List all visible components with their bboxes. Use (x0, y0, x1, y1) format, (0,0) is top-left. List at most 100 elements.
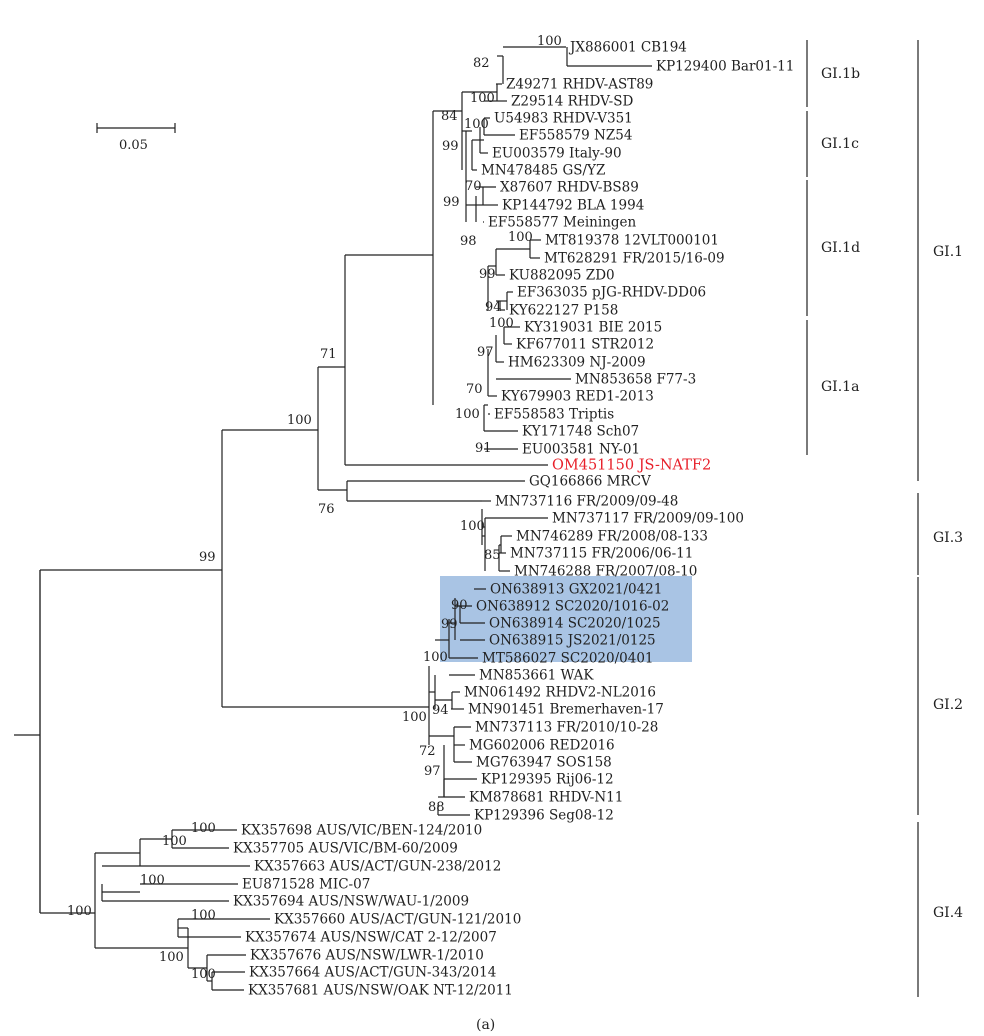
taxon-label: MN746289 FR/2008/08-133 (516, 529, 708, 545)
bootstrap-label: 100 (191, 967, 216, 982)
taxon-label: KX357676 AUS/NSW/LWR-1/2010 (250, 948, 484, 964)
taxon-label: KU882095 ZD0 (509, 268, 615, 284)
highlight-box (440, 576, 692, 662)
taxon-label: GQ166866 MRCV (529, 474, 651, 490)
bootstrap-label: 94 (485, 300, 502, 315)
bootstrap-label: 70 (465, 179, 482, 194)
bootstrap-label: 82 (473, 56, 490, 71)
bootstrap-label: 76 (318, 502, 335, 517)
bootstrap-label: 100 (140, 873, 165, 888)
taxon-label: KX357660 AUS/ACT/GUN-121/2010 (274, 912, 521, 928)
bootstrap-label: 100 (402, 710, 427, 725)
bootstrap-label: 100 (455, 407, 480, 422)
taxon-label: KX357664 AUS/ACT/GUN-343/2014 (249, 965, 496, 981)
group-label: GI.2 (933, 697, 963, 713)
bootstrap-label: 100 (287, 413, 312, 428)
bootstrap-label: 100 (191, 908, 216, 923)
taxon-label: EU003581 NY-01 (522, 442, 640, 458)
group-label: GI.4 (933, 905, 963, 921)
bootstrap-label: 84 (441, 109, 458, 124)
figure-label: (a) (476, 1017, 495, 1033)
focal-taxon-label: OM451150 JS-NATF2 (552, 458, 711, 474)
taxon-label: KY319031 BIE 2015 (524, 320, 662, 336)
taxon-label: MT628291 FR/2015/16-09 (544, 251, 725, 267)
taxon-label: JX886001 CB194 (568, 40, 687, 56)
taxon-label: MN737113 FR/2010/10-28 (475, 720, 658, 736)
taxon-label: MN061492 RHDV2-NL2016 (464, 685, 656, 701)
taxon-label: MT586027 SC2020/0401 (482, 651, 654, 667)
taxon-label: Z29514 RHDV-SD (511, 94, 633, 110)
taxon-label: KF677011 STR2012 (516, 337, 654, 353)
taxon-label: KM878681 RHDV-N11 (469, 790, 623, 806)
taxon-label: KX357698 AUS/VIC/BEN-124/2010 (241, 823, 482, 839)
taxon-label: KP129396 Seg08-12 (474, 808, 614, 824)
taxon-label: ON638913 GX2021/0421 (490, 582, 662, 598)
taxon-label: ON638914 SC2020/1025 (489, 616, 661, 632)
bootstrap-label: 98 (460, 234, 477, 249)
bootstrap-label: 99 (442, 139, 459, 154)
taxon-label: KX357681 AUS/NSW/OAK NT-12/2011 (248, 983, 513, 999)
bootstrap-label: 99 (441, 617, 458, 632)
bootstrap-label: 97 (477, 345, 494, 360)
taxon-label: MN746288 FR/2007/08-10 (514, 564, 697, 580)
taxon-label: EU871528 MIC-07 (242, 877, 370, 893)
taxon-label: KX357663 AUS/ACT/GUN-238/2012 (254, 859, 501, 875)
taxon-label: MN737117 FR/2009/09-100 (552, 511, 744, 527)
bootstrap-label: 100 (537, 34, 562, 49)
group-label: GI.1c (821, 136, 859, 152)
taxon-label: MG602006 RED2016 (469, 738, 615, 754)
bootstrap-label: 70 (466, 382, 483, 397)
bootstrap-label: 100 (159, 950, 184, 965)
taxon-label: KY171748 Sch07 (522, 424, 639, 440)
taxon-label: ON638912 SC2020/1016-02 (476, 599, 669, 615)
taxon-label: X87607 RHDV-BS89 (500, 180, 639, 196)
taxon-label: MN737115 FR/2006/06-11 (510, 546, 693, 562)
group-label: GI.1d (821, 240, 860, 256)
bootstrap-label: 85 (484, 548, 501, 563)
taxon-label: KP129400 Bar01-11 (656, 59, 794, 75)
taxon-label: HM623309 NJ-2009 (508, 355, 646, 371)
taxon-label: KX357705 AUS/VIC/BM-60/2009 (233, 841, 458, 857)
taxon-label: KP129395 Rij06-12 (481, 772, 614, 788)
bootstrap-label: 100 (162, 834, 187, 849)
bootstrap-label: 100 (460, 519, 485, 534)
taxon-label: ON638915 JS2021/0125 (489, 633, 656, 649)
bootstrap-label: 100 (67, 904, 92, 919)
bootstrap-label: 99 (479, 267, 496, 282)
group-label: GI.1b (821, 66, 860, 82)
taxon-label: Z49271 RHDV-AST89 (506, 77, 653, 93)
bootstrap-label: 91 (475, 441, 492, 456)
taxon-label: EF558577 Meiningen (488, 215, 637, 231)
bootstrap-label: 100 (470, 91, 495, 106)
taxon-label: MN737116 FR/2009/09-48 (495, 494, 678, 510)
bootstrap-label: 72 (419, 744, 436, 759)
bootstrap-label: 99 (199, 550, 216, 565)
taxon-label: KP144792 BLA 1994 (502, 198, 644, 214)
taxon-label: KX357694 AUS/NSW/WAU-1/2009 (233, 894, 469, 910)
taxon-label: MN901451 Bremerhaven-17 (468, 702, 664, 718)
taxon-label: KX357674 AUS/NSW/CAT 2-12/2007 (245, 930, 497, 946)
taxon-label: MN478485 GS/YZ (481, 163, 605, 179)
taxon-label: KY679903 RED1-2013 (501, 389, 654, 405)
taxon-label: KY622127 P158 (509, 303, 618, 319)
scale-bar-label: 0.05 (119, 138, 148, 153)
bootstrap-label: 88 (428, 800, 445, 815)
bootstrap-label: 100 (508, 230, 533, 245)
group-label: GI.3 (933, 530, 963, 546)
taxon-label: MN853661 WAK (479, 668, 594, 684)
bootstrap-label: 90 (451, 598, 468, 613)
taxon-label: MT819378 12VLT000101 (545, 233, 719, 249)
taxon-label: EF558579 NZ54 (519, 128, 632, 144)
taxon-label: MG763947 SOS158 (476, 755, 612, 771)
group-label: GI.1 (933, 244, 963, 260)
taxon-label: EF363035 pJG-RHDV-DD06 (517, 285, 706, 301)
bootstrap-label: 97 (424, 764, 441, 779)
taxon-label: MN853658 F77-3 (575, 372, 696, 388)
group-label: GI.1a (821, 379, 859, 395)
bootstrap-label: 100 (423, 650, 448, 665)
taxon-label: U54983 RHDV-V351 (494, 111, 633, 127)
bootstrap-label: 100 (464, 117, 489, 132)
bootstrap-label: 100 (191, 821, 216, 836)
